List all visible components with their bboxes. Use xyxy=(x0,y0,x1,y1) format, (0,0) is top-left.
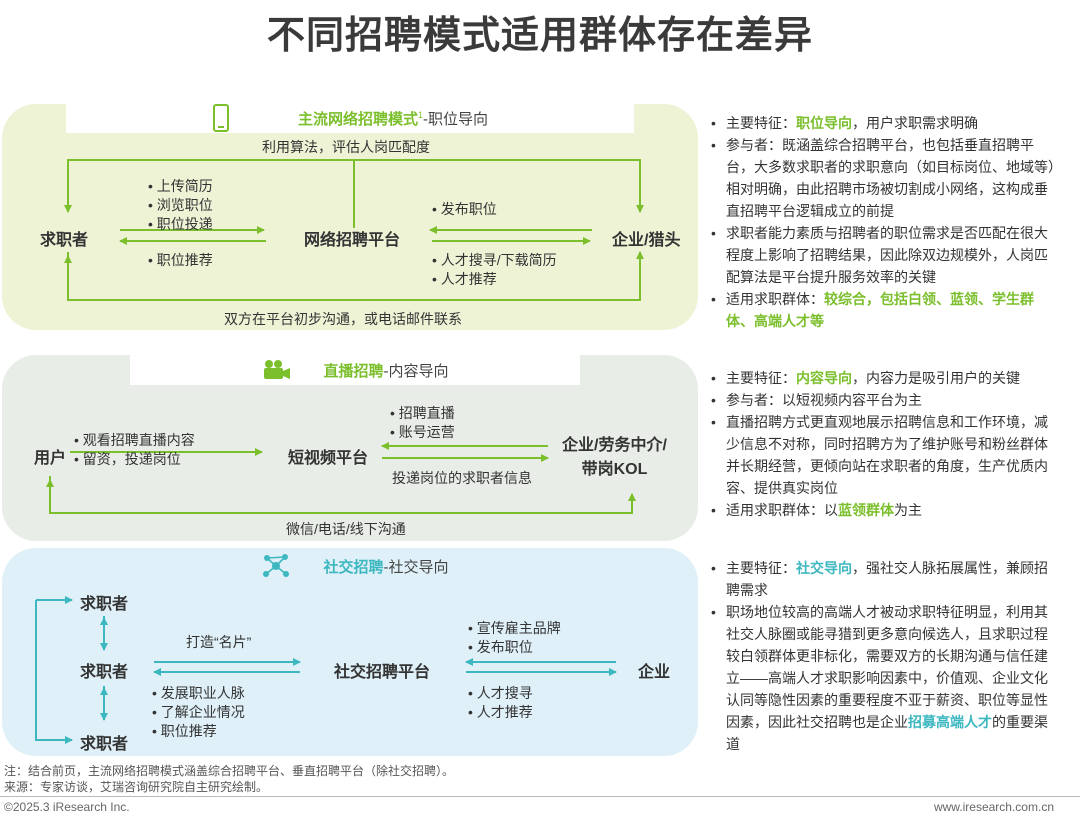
list-item: 发展职业人脉 xyxy=(152,684,245,703)
footer-divider xyxy=(0,796,1080,797)
list-item: 参与者：以短视频内容平台为主 xyxy=(708,389,1060,411)
node-seeker-middle: 求职者 xyxy=(80,664,129,681)
social-seeker-benefits-list: 发展职业人脉 了解企业情况 职位推荐 xyxy=(152,684,245,741)
list-item: 留资，投递岗位 xyxy=(74,450,195,469)
node-seeker-top: 求职者 xyxy=(80,596,129,613)
list-item: 人才推荐 xyxy=(468,703,533,722)
list-item: 宣传雇主品牌 xyxy=(468,619,561,638)
footer-copyright: ©2025.3 iResearch Inc. xyxy=(4,800,130,814)
node-company: 企业 xyxy=(638,664,671,681)
platform-to-seeker-list: 职位推荐 xyxy=(148,251,213,270)
node-social-platform: 社交招聘平台 xyxy=(334,664,431,681)
mobile-phone-icon xyxy=(212,104,229,132)
node-company-agency-line1: 企业/劳务中介/ xyxy=(562,437,667,454)
list-item: 适用求职群体：以蓝领群体为主 xyxy=(708,499,1060,521)
section1-title: 主流网络招聘模式 xyxy=(297,110,418,128)
section-mainstream-panel xyxy=(2,104,698,330)
page-title: 不同招聘模式适用群体存在差异 xyxy=(266,15,813,57)
section2-header: 直播招聘-内容导向 xyxy=(130,355,580,385)
seeker-actions-list: 上传简历 浏览职位 职位投递 xyxy=(148,177,213,234)
video-camera-icon xyxy=(264,360,291,379)
user-actions-list: 观看招聘直播内容 留资，投递岗位 xyxy=(74,431,195,469)
list-item: 发布职位 xyxy=(432,200,497,219)
social-seeker-loop-line xyxy=(35,600,73,744)
list-item: 职位投递 xyxy=(148,215,213,234)
section3-title: 社交招聘 xyxy=(323,558,384,576)
business-card-label: 打造“名片” xyxy=(186,634,252,650)
social-company-actions-list: 宣传雇主品牌 发布职位 xyxy=(468,619,561,657)
list-item: 职场地位较高的高端人才被动求职特征明显，利用其社交人脉圈或能寻猎到更多意向候选人… xyxy=(708,601,1060,755)
section3-header: 社交招聘-社交导向 xyxy=(130,551,580,581)
footer-website-link[interactable]: www.iresearch.com.cn xyxy=(933,800,1054,814)
footnote-note: 注：结合前页，主流网络招聘模式涵盖综合招聘平台、垂直招聘平台（除社交招聘）。 xyxy=(4,764,455,778)
company-actions-list: 发布职位 xyxy=(432,200,497,219)
applicant-info-label: 投递岗位的求职者信息 xyxy=(392,470,532,486)
list-item: 求职者能力素质与招聘者的职位需求是否匹配在很大程度上影响了招聘结果，因此除双边规… xyxy=(708,222,1060,288)
section3-subtitle: -社交导向 xyxy=(383,558,449,576)
list-item: 职位推荐 xyxy=(152,722,245,741)
list-item: 主要特征：内容导向，内容力是吸引用户的关键 xyxy=(708,367,1060,389)
platform-to-company-list: 人才搜寻/下载简历 人才推荐 xyxy=(432,251,557,289)
network-icon xyxy=(263,554,290,577)
offline-comm-label: 微信/电话/线下沟通 xyxy=(286,521,406,537)
social-description: 主要特征：社交导向，强社交人脉拓展属性，兼顾招聘需求 职场地位较高的高端人才被动… xyxy=(708,557,1060,755)
mainstream-description: 主要特征：职位导向，用户求职需求明确 参与者：既涵盖综合招聘平台，也包括垂直招聘… xyxy=(708,112,1060,332)
section1-subtitle: -职位导向 xyxy=(423,110,489,128)
node-online-platform: 网络招聘平台 xyxy=(304,232,401,249)
list-item: 主要特征：职位导向，用户求职需求明确 xyxy=(708,112,1060,134)
list-item: 账号运营 xyxy=(390,423,455,442)
live-description: 主要特征：内容导向，内容力是吸引用户的关键 参与者：以短视频内容平台为主 直播招… xyxy=(708,367,1060,521)
list-item: 观看招聘直播内容 xyxy=(74,431,195,450)
communication-label: 双方在平台初步沟通，或电话邮件联系 xyxy=(224,311,462,327)
list-item: 人才搜寻/下载简历 xyxy=(432,251,557,270)
list-item: 浏览职位 xyxy=(148,196,213,215)
algorithm-label: 利用算法，评估人岗匹配度 xyxy=(262,139,430,155)
list-item: 直播招聘方式更直观地展示招聘信息和工作环境，减少信息不对称，同时招聘方为了维护账… xyxy=(708,411,1060,499)
list-item: 职位推荐 xyxy=(148,251,213,270)
node-company-headhunter: 企业/猎头 xyxy=(612,232,681,249)
list-item: 人才推荐 xyxy=(432,270,557,289)
list-item: 主要特征：社交导向，强社交人脉拓展属性，兼顾招聘需求 xyxy=(708,557,1060,601)
list-item: 人才搜寻 xyxy=(468,684,533,703)
list-item: 发布职位 xyxy=(468,638,561,657)
node-job-seeker: 求职者 xyxy=(40,232,89,249)
list-item: 招聘直播 xyxy=(390,404,455,423)
node-company-agency-line2: 带岗KOL xyxy=(581,461,648,478)
section2-subtitle: -内容导向 xyxy=(383,362,449,380)
section1-footnote-mark: 1 xyxy=(418,109,424,120)
offline-comm-loop-line xyxy=(49,476,636,514)
section-social-panel xyxy=(2,548,698,756)
list-item: 上传简历 xyxy=(148,177,213,196)
footnote-source: 来源：专家访谈，艾瑞咨询研究院自主研究绘制。 xyxy=(4,780,269,794)
section2-title: 直播招聘 xyxy=(323,362,384,380)
node-short-video-platform: 短视频平台 xyxy=(288,450,369,467)
list-item: 参与者：既涵盖综合招聘平台，也包括垂直招聘平台，大多数求职者的求职意向（如目标岗… xyxy=(708,134,1060,222)
section1-header: 主流网络招聘模式1-职位导向 xyxy=(66,103,634,133)
list-item: 适用求职群体：较综合，包括白领、蓝领、学生群体、高端人才等 xyxy=(708,288,1060,332)
algo-loop-line xyxy=(64,159,355,228)
social-platform-outputs-list: 人才搜寻 人才推荐 xyxy=(468,684,533,722)
list-item: 了解企业情况 xyxy=(152,703,245,722)
node-company-agency-kol: 企业/劳务中介/ 带岗KOL xyxy=(562,434,667,482)
node-seeker-bottom: 求职者 xyxy=(80,736,129,753)
node-user: 用户 xyxy=(34,450,67,467)
company-live-actions-list: 招聘直播 账号运营 xyxy=(390,404,455,442)
